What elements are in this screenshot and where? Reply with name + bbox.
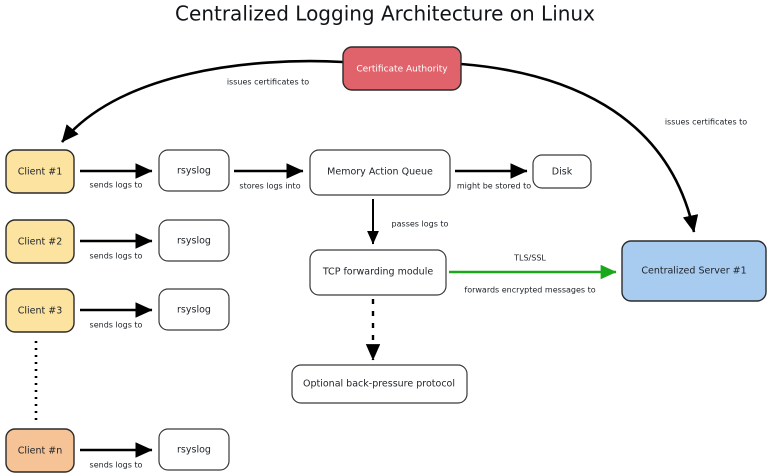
rsyslog-n-box[interactable] (158, 428, 230, 471)
node-client-1[interactable]: Client #1 (5, 149, 75, 194)
tcp-forwarding-module-box[interactable] (309, 249, 447, 296)
rsyslog-1-box[interactable] (158, 149, 230, 192)
node-rsyslog-n[interactable]: rsyslog (158, 428, 230, 471)
node-centralized-server[interactable]: Centralized Server #1 (621, 240, 767, 302)
edge-label-might-be-stored-to: might be stored to (457, 182, 531, 191)
client-1-box[interactable] (5, 149, 75, 194)
certificate-authority-box[interactable] (342, 46, 462, 91)
client-3-box[interactable] (5, 288, 75, 333)
node-client-n[interactable]: Client #n (5, 428, 75, 473)
tcp-forwarding-module-label: TCP forwarding module (322, 267, 434, 278)
rsyslog-3-label: rsyslog (177, 305, 211, 316)
edge-label-stores-logs-into: stores logs into (239, 182, 300, 191)
client-n-label: Client #n (18, 446, 63, 457)
node-rsyslog-1[interactable]: rsyslog (158, 149, 230, 192)
edge-label-passes-logs-to: passes logs to (392, 220, 449, 229)
centralized-server-box[interactable] (621, 240, 767, 302)
node-client-3[interactable]: Client #3 (5, 288, 75, 333)
rsyslog-1-label: rsyslog (177, 166, 211, 177)
memory-action-queue-label: Memory Action Queue (327, 167, 433, 178)
node-memory-action-queue[interactable]: Memory Action Queue (309, 149, 451, 196)
edge-label-forwards-encrypted: forwards encrypted messages to (464, 286, 595, 295)
node-rsyslog-2[interactable]: rsyslog (158, 219, 230, 262)
rsyslog-2-box[interactable] (158, 219, 230, 262)
certificate-authority-label: Certificate Authority (356, 65, 448, 75)
back-pressure-protocol-box[interactable] (291, 364, 468, 404)
edge-ca-to-client1 (60, 59, 344, 143)
client-2-label: Client #2 (18, 237, 63, 248)
edge-label-sends-logs-1: sends logs to (90, 181, 143, 190)
memory-action-queue-box[interactable] (309, 149, 451, 196)
page-title: Centralized Logging Architecture on Linu… (175, 2, 595, 26)
edge-label-sends-logs-n: sends logs to (90, 461, 143, 470)
node-client-2[interactable]: Client #2 (5, 219, 75, 264)
edge-label-issues-certificates-right: issues certificates to (665, 118, 747, 127)
rsyslog-n-label: rsyslog (177, 445, 211, 456)
edge-label-sends-logs-3: sends logs to (90, 321, 143, 330)
node-disk[interactable]: Disk (532, 154, 592, 189)
centralized-server-label: Centralized Server #1 (641, 266, 746, 277)
rsyslog-3-box[interactable] (158, 288, 230, 331)
client-n-box[interactable] (5, 428, 75, 473)
edge-label-tls-ssl: TLS/SSL (513, 254, 546, 263)
client-3-label: Client #3 (18, 306, 63, 317)
node-tcp-forwarding-module[interactable]: TCP forwarding module (309, 249, 447, 296)
edge-label-sends-logs-2: sends logs to (90, 252, 143, 261)
edge-label-issues-certificates-left: issues certificates to (227, 78, 309, 87)
disk-box[interactable] (532, 154, 592, 189)
rsyslog-2-label: rsyslog (177, 236, 211, 247)
edge-ca-to-server (460, 62, 699, 233)
back-pressure-protocol-label: Optional back-pressure protocol (303, 379, 455, 390)
node-certificate-authority[interactable]: Certificate Authority (342, 46, 462, 91)
client-2-box[interactable] (5, 219, 75, 264)
node-back-pressure-protocol[interactable]: Optional back-pressure protocol (291, 364, 468, 404)
node-rsyslog-3[interactable]: rsyslog (158, 288, 230, 331)
disk-label: Disk (552, 167, 573, 178)
client-1-label: Client #1 (18, 167, 63, 178)
